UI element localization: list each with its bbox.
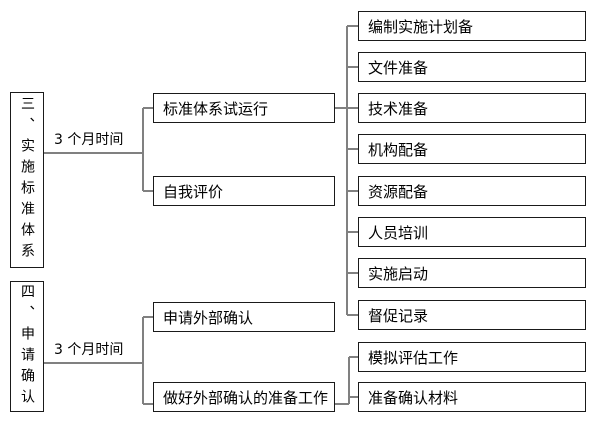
task-node: 准备确认材料 [358, 382, 586, 412]
stage-node-label: 四、申请确认 [19, 283, 35, 410]
task-node: 人员培训 [358, 217, 586, 247]
task-node: 机构配备 [358, 134, 586, 164]
stage-node-label: 三、实施标准体系 [19, 96, 35, 264]
task-node: 文件准备 [358, 52, 586, 82]
task-node: 实施启动 [358, 258, 586, 288]
duration-label-top: 3 个月时间 [54, 132, 124, 148]
duration-label-bottom: 3 个月时间 [54, 342, 124, 358]
task-node: 督促记录 [358, 300, 586, 330]
connector-path [44, 25, 358, 405]
node-prepare-external-confirmation: 做好外部确认的准备工作 [153, 382, 335, 412]
task-node: 模拟评估工作 [358, 342, 586, 372]
stage-node-implement-standard-system: 三、实施标准体系 [10, 92, 44, 268]
stage-node-apply-confirmation: 四、申请确认 [10, 281, 44, 412]
task-node: 编制实施计划备 [358, 11, 586, 41]
node-self-evaluation: 自我评价 [153, 176, 335, 206]
node-apply-external-confirmation: 申请外部确认 [153, 302, 335, 332]
task-node: 资源配备 [358, 176, 586, 206]
task-node: 技术准备 [358, 93, 586, 123]
node-trial-run: 标准体系试运行 [153, 93, 335, 123]
